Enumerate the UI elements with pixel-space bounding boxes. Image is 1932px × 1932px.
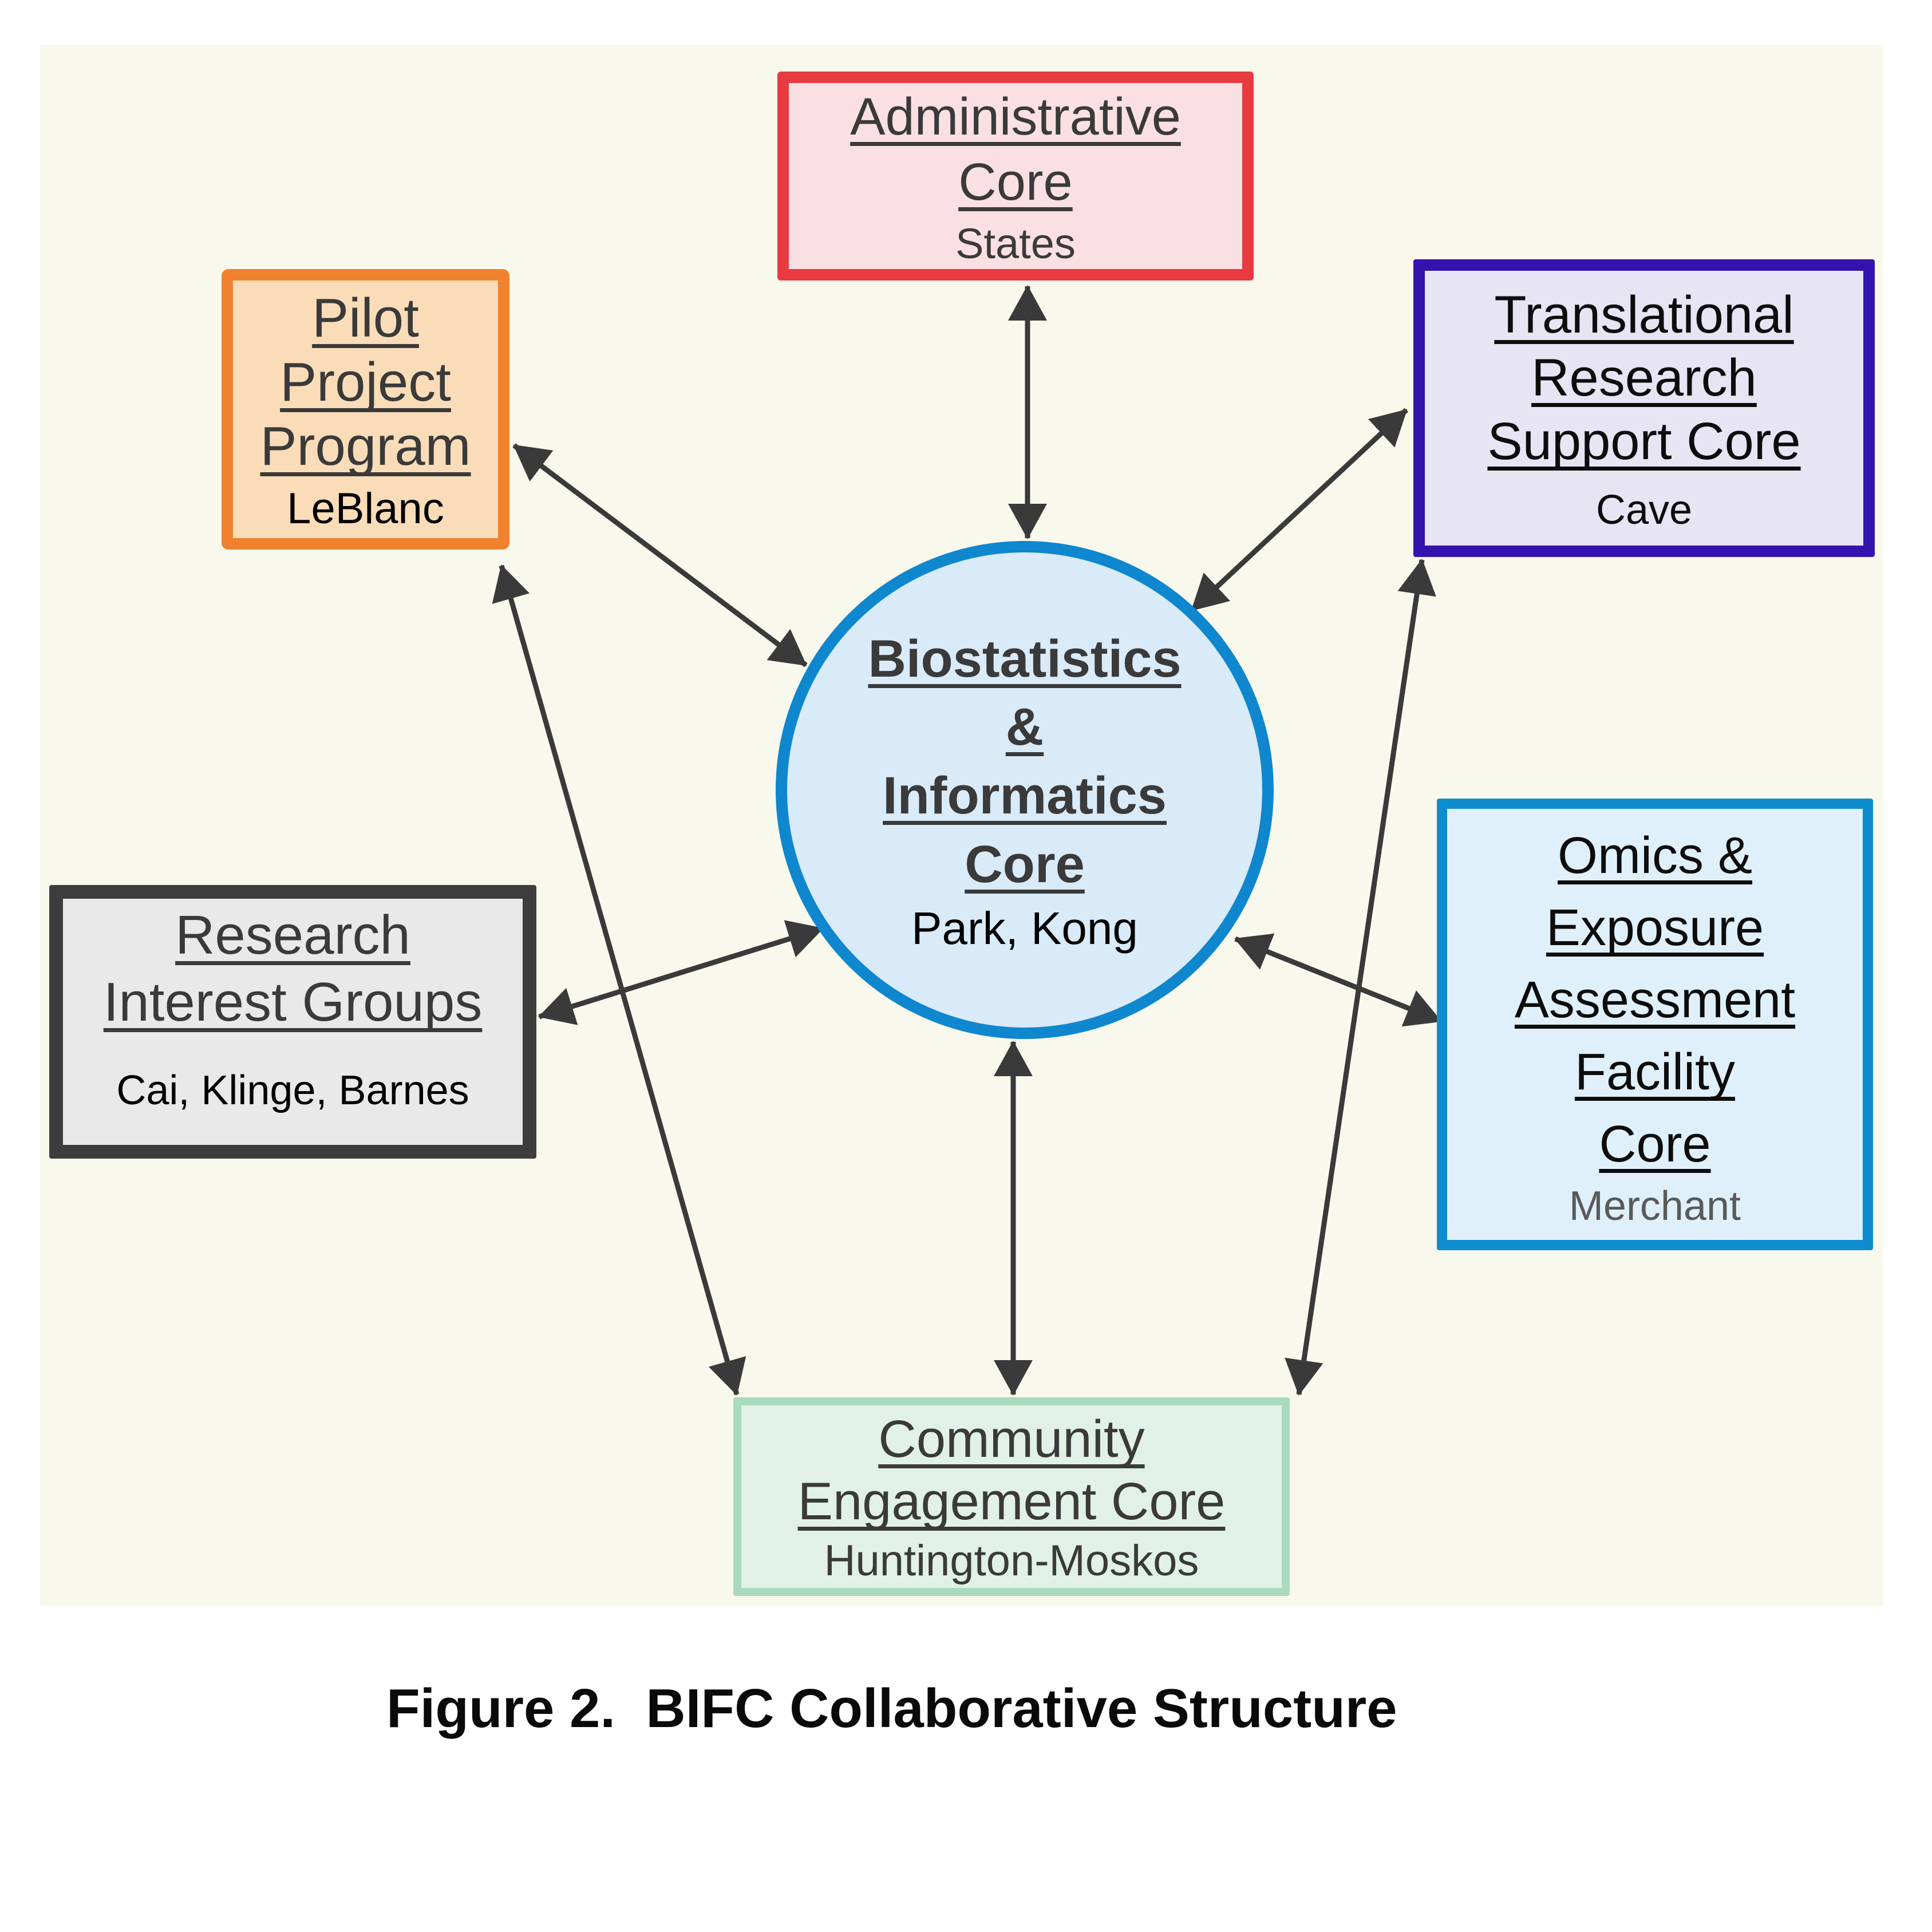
node-title-line: Community (878, 1410, 1145, 1469)
node-title: Translational Research Support Core (1487, 283, 1800, 473)
node-title-line: Assessment (1514, 971, 1796, 1029)
node-biostatistics-informatics-core: Biostatistics & Informatics Core Park, K… (776, 541, 1274, 1039)
node-community-engagement-core: Community Engagement Core Huntington-Mos… (733, 1397, 1290, 1596)
node-members: Park, Kong (911, 903, 1138, 954)
node-title: Biostatistics & Informatics Core (868, 625, 1181, 899)
node-title-line: Omics & (1557, 827, 1752, 884)
node-title-line: Administrative (850, 87, 1181, 146)
node-title-line: Program (260, 416, 471, 477)
node-title-line: Biostatistics (868, 629, 1182, 688)
node-research-interest-groups: Research Interest Groups Cai, Klinge, Ba… (49, 885, 536, 1159)
node-members: States (955, 220, 1076, 268)
node-members: Cave (1595, 487, 1693, 533)
node-title-line: Informatics (883, 767, 1167, 825)
node-title-line: Translational (1494, 285, 1794, 344)
node-pilot-project-program: Pilot Project Program LeBlanc (222, 269, 509, 550)
node-title-line: Core (958, 152, 1073, 211)
node-title-line: Exposure (1546, 899, 1764, 957)
node-translational-research-support-core: Translational Research Support Core Cave (1413, 259, 1875, 557)
node-title-line: Project (280, 351, 451, 413)
node-title: Omics & Exposure Assessment Facility Cor… (1515, 820, 1795, 1180)
node-title-line: Research (1531, 349, 1757, 408)
node-title-line: Interest Groups (103, 971, 483, 1033)
node-title-line: Research (175, 904, 410, 966)
node-title-line: Pilot (312, 287, 419, 349)
node-title: Administrative Core (850, 84, 1181, 215)
node-title-line: Engagement Core (797, 1472, 1226, 1531)
node-title-line: Facility (1574, 1043, 1735, 1101)
node-members: Cai, Klinge, Barnes (116, 1067, 469, 1113)
node-administrative-core: Administrative Core States (777, 72, 1254, 280)
node-members: LeBlanc (287, 484, 444, 533)
node-omics-exposure-assessment-facility-core: Omics & Exposure Assessment Facility Cor… (1437, 799, 1873, 1250)
node-members: Merchant (1568, 1183, 1741, 1229)
node-title-line: & (1005, 698, 1044, 757)
node-title-line: Core (965, 835, 1085, 894)
node-title-line: Support Core (1487, 412, 1801, 471)
node-title-line: Core (1599, 1115, 1711, 1173)
node-title: Research Interest Groups (104, 902, 483, 1036)
node-title: Community Engagement Core (798, 1408, 1226, 1532)
figure-caption: Figure 2. BIFC Collaborative Structure (386, 1678, 1397, 1739)
node-title: Pilot Project Program (260, 286, 471, 479)
node-members: Huntington-Moskos (824, 1536, 1199, 1586)
